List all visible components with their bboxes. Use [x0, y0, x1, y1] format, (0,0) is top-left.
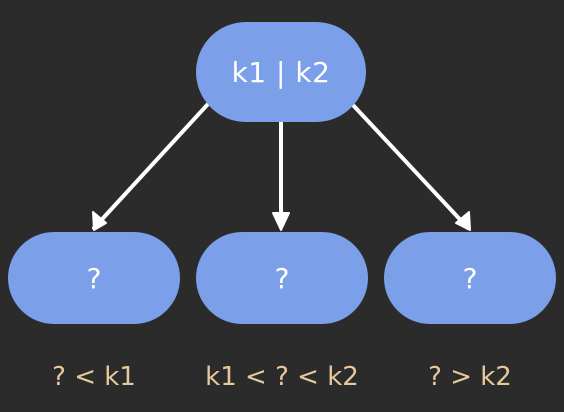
arrowhead-right [455, 211, 471, 231]
edge-right [350, 102, 470, 230]
child-node-left: ? [8, 232, 180, 324]
root-node-label: k1 | k2 [231, 55, 331, 89]
child-node-middle-label: ? [274, 261, 290, 295]
arrowhead-middle [272, 212, 290, 231]
condition-label-right: ? > k2 [428, 362, 512, 392]
child-node-right-label: ? [462, 261, 478, 295]
root-node: k1 | k2 [196, 22, 366, 122]
condition-label-left: ? < k1 [52, 362, 136, 392]
condition-label-middle: k1 < ? < k2 [205, 362, 359, 392]
arrowhead-left [92, 211, 107, 231]
child-node-left-label: ? [86, 261, 102, 295]
edge-left [92, 102, 210, 230]
child-node-middle: ? [196, 232, 368, 324]
child-node-right: ? [384, 232, 556, 324]
